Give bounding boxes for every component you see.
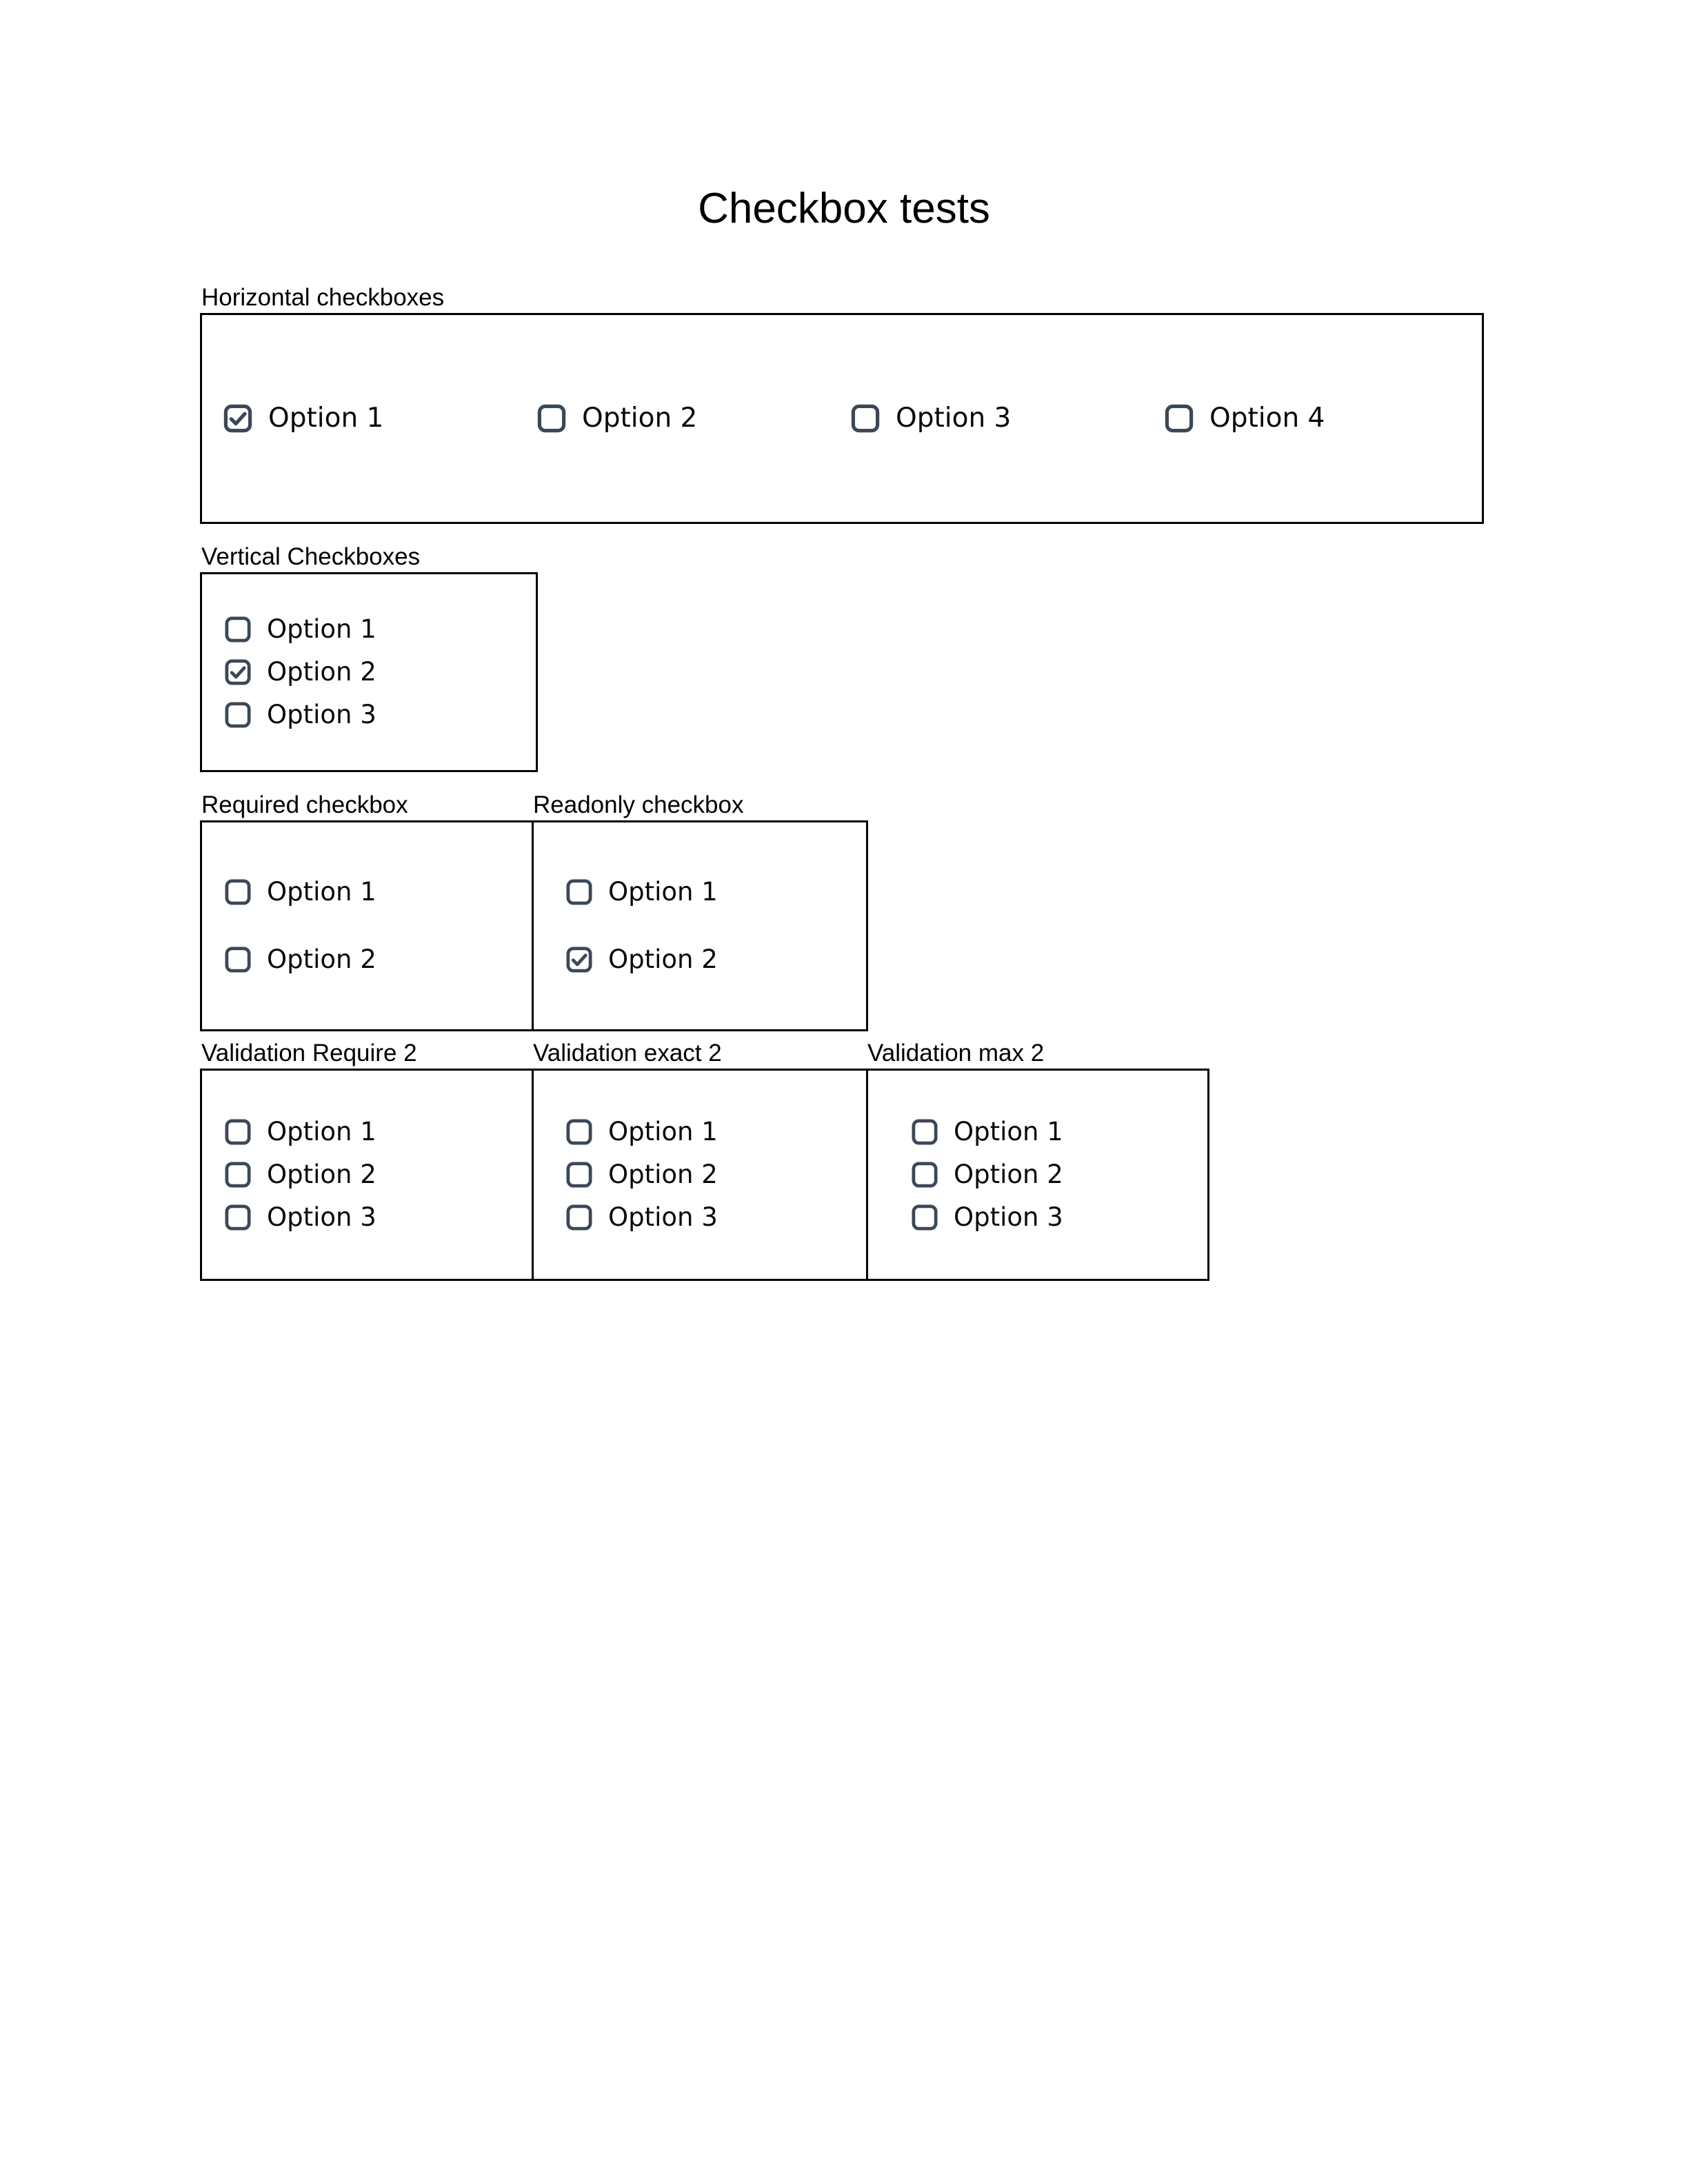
field-label-horizontal: Horizontal checkboxes bbox=[201, 284, 445, 311]
checkbox-unchecked-icon[interactable] bbox=[564, 1202, 594, 1233]
checkbox-checked-icon[interactable] bbox=[223, 657, 253, 687]
checkbox-group-vertical: Option 1 Option 2 Option 3 bbox=[200, 572, 538, 772]
checkbox-item[interactable]: Option 2 bbox=[223, 1160, 532, 1190]
checkbox-item[interactable]: Option 4 bbox=[1143, 402, 1457, 435]
checkbox-label: Option 2 bbox=[267, 944, 376, 974]
checkbox-item[interactable]: Option 1 bbox=[564, 877, 866, 907]
checkbox-unchecked-icon[interactable] bbox=[223, 614, 253, 645]
checkbox-item[interactable]: Option 3 bbox=[910, 1202, 1207, 1233]
checkbox-label: Option 1 bbox=[267, 1117, 376, 1146]
checkbox-unchecked-icon[interactable] bbox=[910, 1202, 940, 1233]
checkbox-item[interactable]: Option 3 bbox=[830, 402, 1143, 435]
checkbox-unchecked-icon[interactable] bbox=[223, 877, 253, 907]
checkbox-item[interactable]: Option 3 bbox=[564, 1202, 866, 1233]
field-label-readonly: Readonly checkbox bbox=[533, 791, 744, 818]
checkbox-group-validation-exact-2: Option 1 Option 2 Option 3 bbox=[532, 1069, 868, 1281]
checkbox-group-validation-require-2: Option 1 Option 2 Option 3 bbox=[200, 1069, 534, 1281]
checkbox-label: Option 4 bbox=[1209, 403, 1325, 434]
checkbox-item[interactable]: Option 2 bbox=[516, 402, 830, 435]
checkbox-group-required: Option 1 Option 2 bbox=[200, 820, 534, 1031]
checkbox-item[interactable]: Option 3 bbox=[223, 700, 536, 730]
checkbox-group-readonly: Option 1 Option 2 bbox=[532, 820, 868, 1031]
checkbox-label: Option 3 bbox=[267, 1202, 376, 1232]
field-label-vertical: Vertical Checkboxes bbox=[201, 543, 421, 570]
checkbox-unchecked-icon[interactable] bbox=[849, 402, 882, 435]
checkbox-item[interactable]: Option 2 bbox=[564, 1160, 866, 1190]
checkbox-label: Option 2 bbox=[954, 1160, 1063, 1189]
checkbox-item[interactable]: Option 1 bbox=[223, 877, 532, 907]
checkbox-item[interactable]: Option 1 bbox=[910, 1117, 1207, 1147]
field-label-validation-max-2: Validation max 2 bbox=[867, 1040, 1045, 1066]
checkbox-unchecked-icon[interactable] bbox=[223, 1202, 253, 1233]
checkbox-label: Option 1 bbox=[268, 403, 384, 434]
checkbox-label: Option 3 bbox=[608, 1202, 718, 1232]
field-readonly-checkbox: Readonly checkbox Option 1 Option 2 bbox=[532, 791, 868, 1031]
checkbox-unchecked-icon[interactable] bbox=[223, 944, 253, 975]
checkbox-item[interactable]: Option 1 bbox=[202, 402, 516, 435]
checkbox-item[interactable]: Option 2 bbox=[223, 944, 532, 975]
field-label-validation-exact-2: Validation exact 2 bbox=[533, 1040, 722, 1066]
checkbox-unchecked-icon[interactable] bbox=[1163, 402, 1196, 435]
checkbox-label: Option 2 bbox=[267, 1160, 376, 1189]
checkbox-unchecked-icon[interactable] bbox=[564, 1160, 594, 1190]
checkbox-unchecked-icon[interactable] bbox=[223, 700, 253, 730]
checkbox-item[interactable]: Option 2 bbox=[910, 1160, 1207, 1190]
checkbox-item[interactable]: Option 3 bbox=[223, 1202, 532, 1233]
checkbox-label: Option 1 bbox=[267, 877, 376, 907]
checkbox-label: Option 3 bbox=[267, 700, 376, 729]
checkbox-label: Option 1 bbox=[954, 1117, 1063, 1146]
checkbox-label: Option 2 bbox=[608, 1160, 718, 1189]
checkbox-unchecked-icon[interactable] bbox=[564, 877, 594, 907]
checkbox-unchecked-icon[interactable] bbox=[910, 1117, 940, 1147]
page-title: Checkbox tests bbox=[698, 185, 990, 232]
checkbox-item[interactable]: Option 1 bbox=[564, 1117, 866, 1147]
checkbox-unchecked-icon[interactable] bbox=[223, 1117, 253, 1147]
checkbox-label: Option 1 bbox=[608, 1117, 718, 1146]
checkbox-unchecked-icon[interactable] bbox=[910, 1160, 940, 1190]
checkbox-label: Option 3 bbox=[954, 1202, 1063, 1232]
checkbox-label: Option 3 bbox=[896, 403, 1012, 434]
checkbox-item[interactable]: Option 1 bbox=[223, 1117, 532, 1147]
checkbox-group-validation-max-2: Option 1 Option 2 Option 3 bbox=[866, 1069, 1209, 1281]
checkbox-item[interactable]: Option 2 bbox=[564, 944, 866, 975]
checkbox-group-horizontal: Option 1 Option 2 Option 3 Option 4 bbox=[200, 313, 1484, 524]
field-label-required: Required checkbox bbox=[201, 791, 408, 818]
checkbox-label: Option 1 bbox=[267, 614, 376, 644]
checkbox-unchecked-icon[interactable] bbox=[535, 402, 568, 435]
checkbox-label: Option 2 bbox=[608, 944, 718, 974]
checkbox-checked-icon[interactable] bbox=[221, 402, 254, 435]
checkbox-unchecked-icon[interactable] bbox=[223, 1160, 253, 1190]
checkbox-item[interactable]: Option 1 bbox=[223, 614, 536, 645]
checkbox-label: Option 2 bbox=[582, 403, 698, 434]
checkbox-item[interactable]: Option 2 bbox=[223, 657, 536, 687]
checkbox-checked-icon[interactable] bbox=[564, 944, 594, 975]
checkbox-label: Option 1 bbox=[608, 877, 718, 907]
field-required-checkbox: Required checkbox Option 1 Option 2 bbox=[200, 791, 534, 1031]
checkbox-label: Option 2 bbox=[267, 657, 376, 687]
field-label-validation-require-2: Validation Require 2 bbox=[201, 1040, 417, 1066]
checkbox-unchecked-icon[interactable] bbox=[564, 1117, 594, 1147]
